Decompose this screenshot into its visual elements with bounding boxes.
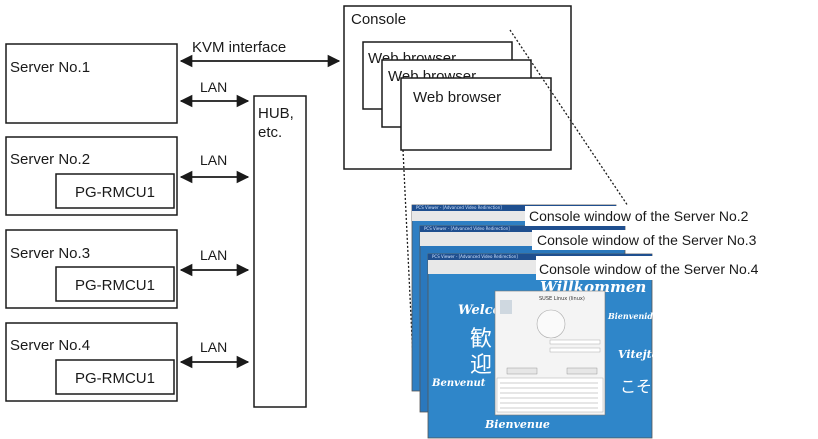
kana-text: こそ bbox=[620, 377, 652, 396]
server-2-box: Server No.2 PG-RMCU1 bbox=[5, 136, 178, 216]
vitejte-text: Vitejte bbox=[618, 348, 659, 361]
bienvenido-text: Bienvenido bbox=[607, 311, 659, 321]
hub-label-line2: etc. bbox=[258, 124, 282, 141]
server-3-label: Server No.3 bbox=[10, 245, 90, 262]
console-window-label-bg-4 bbox=[536, 256, 816, 280]
welcome-left-text: Welco bbox=[458, 303, 502, 318]
server-1-box: Server No.1 bbox=[5, 43, 178, 124]
console-window-label-2: Console window of the Server No.2 bbox=[529, 208, 749, 224]
bienvenue-text: Bienvenue bbox=[484, 418, 550, 431]
console-window-label-3: Console window of the Server No.3 bbox=[537, 232, 757, 248]
console-window-server-4: PCS Viewer - [Advanced Video Redirection… bbox=[427, 253, 659, 439]
svg-text:PCS Viewer - [Advanced Video R: PCS Viewer - [Advanced Video Redirection… bbox=[432, 254, 518, 259]
login-dialog-title: SUSE Linux (linux) bbox=[539, 296, 585, 302]
server-1-label: Server No.1 bbox=[10, 59, 90, 76]
web-browser-label-3: Web browser bbox=[413, 89, 501, 106]
console-window-label-bg-3 bbox=[532, 230, 814, 250]
console-label: Console bbox=[351, 11, 406, 28]
zoom-line-top bbox=[509, 29, 629, 207]
lan-label-4: LAN bbox=[200, 339, 227, 355]
server-4-box: Server No.4 PG-RMCU1 bbox=[5, 322, 178, 402]
console-window-label-bg-2 bbox=[525, 206, 810, 226]
server-2-card-box bbox=[55, 173, 175, 209]
server-4-label: Server No.4 bbox=[10, 337, 90, 354]
login-dialog: SUSE Linux (linux) bbox=[494, 290, 606, 416]
console-box: Console Web browser Web browser Web brow… bbox=[343, 5, 572, 170]
server-3-card-label: PG-RMCU1 bbox=[75, 277, 155, 294]
benvenuto-text: Benvenut bbox=[431, 378, 486, 389]
svg-text:PCS Viewer - [Advanced Video R: PCS Viewer - [Advanced Video Redirection… bbox=[416, 205, 502, 210]
lan-label-1: LAN bbox=[200, 79, 227, 95]
console-window-label-4: Console window of the Server No.4 bbox=[539, 261, 759, 277]
svg-text:PCS Viewer - [Advanced Video R: PCS Viewer - [Advanced Video Redirection… bbox=[424, 226, 510, 231]
server-2-label: Server No.2 bbox=[10, 151, 90, 168]
kanji-2: 迎 bbox=[470, 353, 492, 378]
web-browser-window-3 bbox=[400, 77, 552, 151]
kvm-label: KVM interface bbox=[192, 39, 286, 56]
server-2-card-label: PG-RMCU1 bbox=[75, 184, 155, 201]
server-4-card-box bbox=[55, 359, 175, 395]
server-3-card-box bbox=[55, 266, 175, 302]
hub-label-line1: HUB, bbox=[258, 105, 294, 122]
lan-label-2: LAN bbox=[200, 152, 227, 168]
kanji-1: 歓 bbox=[470, 327, 492, 352]
server-4-card-label: PG-RMCU1 bbox=[75, 370, 155, 387]
hub-box: HUB, etc. bbox=[253, 95, 307, 408]
lan-label-3: LAN bbox=[200, 247, 227, 263]
server-3-box: Server No.3 PG-RMCU1 bbox=[5, 229, 178, 309]
